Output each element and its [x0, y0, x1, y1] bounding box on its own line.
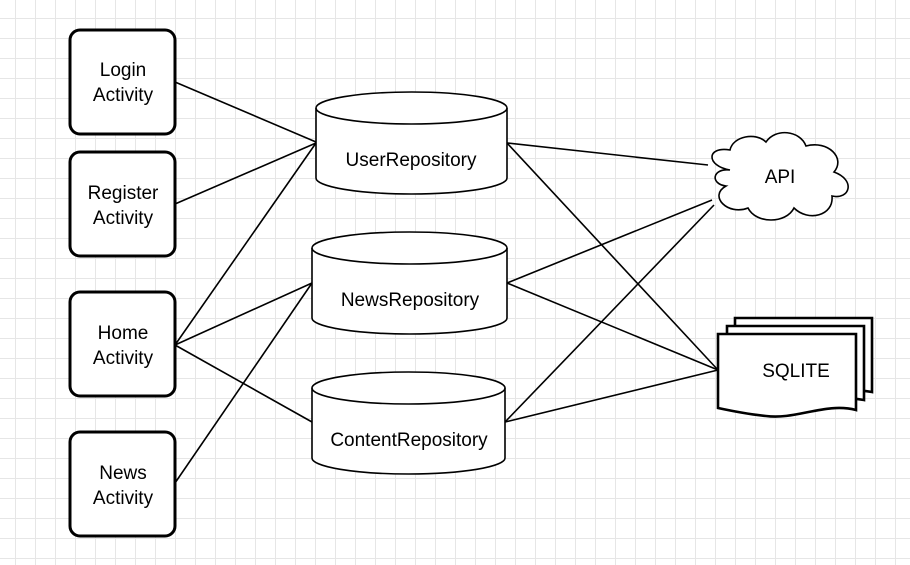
activity-register-label-line1: Register — [88, 183, 159, 204]
activity-news-label-line2: Activity — [93, 488, 154, 509]
edge-register-user — [174, 142, 317, 205]
activity-home-label-line1: Home — [98, 323, 149, 344]
activity-register[interactable]: Register Activity — [68, 150, 177, 258]
edge-newsrepo-sqlite — [506, 282, 719, 371]
edge-content-sqlite — [504, 369, 719, 423]
activity-register-box — [68, 150, 177, 258]
repository-user-cylinder-rim — [315, 107, 508, 125]
activity-login-box — [68, 28, 177, 136]
edge-home-newsrepo — [174, 282, 313, 346]
edges — [174, 81, 719, 484]
repository-news[interactable]: NewsRepository — [311, 231, 508, 335]
activity-home-box — [68, 290, 177, 398]
activity-login-label-line1: Login — [100, 60, 147, 81]
database-icon — [716, 332, 858, 418]
sqlite-storage[interactable]: SQLITE — [716, 316, 874, 418]
activity-register-label-line2: Activity — [93, 208, 154, 229]
activity-login-label-line2: Activity — [93, 85, 154, 106]
repository-user-cylinder — [315, 91, 508, 195]
api-cloud[interactable]: API — [711, 131, 849, 221]
cloud-icon — [711, 131, 849, 221]
edge-login-user — [174, 81, 317, 143]
activity-news-label-line1: News — [99, 463, 147, 484]
activity-home-label-line2: Activity — [93, 348, 154, 369]
activity-login[interactable]: Login Activity — [68, 28, 177, 136]
repository-news-cylinder-rim — [311, 247, 508, 265]
activity-news[interactable]: News Activity — [68, 430, 177, 538]
edge-content-api — [504, 204, 715, 423]
activity-news-box — [68, 430, 177, 538]
repository-user-label: UserRepository — [346, 150, 477, 171]
edge-home-user — [174, 142, 317, 346]
repository-content[interactable]: ContentRepository — [311, 371, 506, 475]
activity-home[interactable]: Home Activity — [68, 290, 177, 398]
repository-content-cylinder — [311, 371, 506, 475]
edge-newsrepo-api — [506, 199, 713, 284]
edge-user-api — [506, 142, 709, 166]
repository-content-label: ContentRepository — [330, 430, 488, 451]
repository-news-label: NewsRepository — [341, 290, 480, 311]
api-label: API — [765, 167, 796, 188]
edge-user-sqlite — [506, 142, 719, 371]
sqlite-label: SQLITE — [762, 361, 830, 382]
repository-news-cylinder — [311, 231, 508, 335]
edge-news-newsrepo — [174, 282, 313, 484]
repository-user[interactable]: UserRepository — [315, 91, 508, 195]
repository-content-cylinder-rim — [311, 387, 506, 405]
